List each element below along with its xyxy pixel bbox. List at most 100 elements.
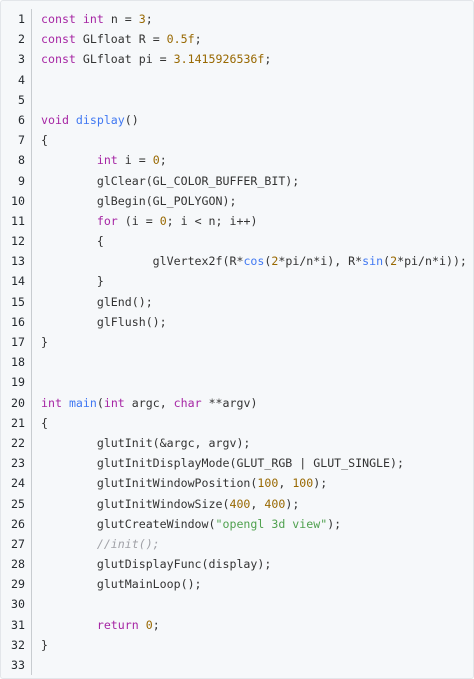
code-token: | bbox=[299, 456, 307, 471]
code-text bbox=[32, 372, 41, 392]
line-number: 32 bbox=[1, 634, 32, 655]
code-line: 12 { bbox=[1, 231, 473, 252]
line-number: 4 bbox=[1, 69, 32, 90]
code-line: 24 glutInitWindowPosition(100, 100); bbox=[1, 473, 473, 494]
code-line: 25 glutInitWindowSize(400, 400); bbox=[1, 493, 473, 514]
code-text bbox=[32, 594, 41, 614]
code-token: for bbox=[96, 213, 118, 228]
code-text: { bbox=[32, 231, 104, 251]
line-number: 30 bbox=[1, 594, 32, 615]
code-token: glutInit(&argc, argv); bbox=[41, 435, 251, 450]
code-text: glBegin(GL_POLYGON); bbox=[32, 191, 237, 211]
code-token: pi bbox=[285, 254, 300, 269]
code-token: < bbox=[194, 213, 202, 228]
code-token: ( bbox=[264, 254, 272, 269]
code-token: argv) bbox=[222, 395, 258, 410]
code-token: sin bbox=[362, 254, 384, 269]
code-line: 27 //init(); bbox=[1, 533, 473, 555]
code-text: int i = 0; bbox=[32, 150, 167, 170]
code-line: 10 glBegin(GL_POLYGON); bbox=[1, 190, 473, 211]
code-token: 3 bbox=[138, 12, 146, 26]
line-number: 31 bbox=[1, 614, 32, 635]
code-text: glutInitWindowSize(400, 400); bbox=[32, 494, 299, 514]
code-token: 2 bbox=[390, 254, 398, 269]
code-token: * bbox=[432, 254, 439, 269]
code-token: 0.5f bbox=[166, 32, 195, 47]
code-line: 19 bbox=[1, 372, 473, 393]
line-number: 1 bbox=[1, 9, 32, 30]
code-line: 21{ bbox=[1, 412, 473, 433]
code-token: / bbox=[418, 254, 426, 269]
line-number: 33 bbox=[1, 655, 32, 676]
line-number: 15 bbox=[1, 291, 32, 312]
code-token: i), R bbox=[320, 254, 356, 269]
code-text: int main(int argc, char **argv) bbox=[32, 393, 257, 413]
code-token: 0 bbox=[152, 153, 160, 168]
code-line: 15 glEnd(); bbox=[1, 291, 473, 312]
code-token: int bbox=[96, 153, 118, 168]
code-text: for (i = 0; i < n; i++) bbox=[32, 211, 258, 231]
code-text: const GLfloat pi = 3.1415926536f; bbox=[32, 49, 271, 69]
code-token bbox=[41, 537, 97, 551]
code-line: 22 glutInit(&argc, argv); bbox=[1, 432, 473, 454]
line-number: 27 bbox=[1, 533, 32, 555]
code-line: 28 glutDisplayFunc(display); bbox=[1, 554, 473, 575]
code-line: 16 glFlush(); bbox=[1, 311, 473, 332]
code-token: glEnd(); bbox=[41, 294, 153, 309]
code-text: glutMainLoop(); bbox=[32, 574, 202, 594]
line-number: 13 bbox=[1, 251, 32, 272]
code-line: 8 int i = 0; bbox=[1, 150, 473, 171]
line-number: 12 bbox=[1, 231, 32, 252]
code-text: //init(); bbox=[32, 534, 160, 554]
code-token: glutMainLoop(); bbox=[41, 577, 202, 592]
code-token: 0 bbox=[145, 617, 153, 632]
code-token: cos bbox=[243, 254, 265, 269]
code-token: GLfloat R bbox=[75, 32, 153, 47]
code-token: = bbox=[145, 213, 153, 228]
line-number: 5 bbox=[1, 89, 32, 110]
line-number: 3 bbox=[1, 49, 32, 70]
code-token: ++ bbox=[236, 213, 251, 228]
code-text: } bbox=[32, 635, 48, 655]
code-token: ); bbox=[327, 516, 342, 531]
line-number: 8 bbox=[1, 150, 32, 171]
code-token: (i bbox=[117, 213, 146, 228]
code-token: ( bbox=[96, 395, 104, 410]
code-token: n bbox=[425, 254, 432, 269]
code-token: glutCreateWindow( bbox=[41, 516, 216, 531]
code-text: glEnd(); bbox=[32, 292, 153, 312]
code-token: ; bbox=[152, 617, 160, 632]
code-token: glutInitWindowPosition( bbox=[41, 476, 258, 491]
line-number: 28 bbox=[1, 554, 32, 575]
code-token: ); bbox=[285, 496, 300, 511]
code-token: "opengl 3d view" bbox=[215, 516, 328, 531]
code-token: //init(); bbox=[96, 536, 160, 551]
code-line: 18 bbox=[1, 352, 473, 373]
code-token: ; bbox=[145, 12, 153, 26]
line-number: 18 bbox=[1, 352, 32, 373]
code-token: const bbox=[41, 12, 76, 26]
code-token: i)); bbox=[438, 254, 467, 269]
code-token: const bbox=[41, 32, 76, 47]
code-token: glClear(GL_COLOR_BUFFER_BIT); bbox=[41, 173, 300, 188]
code-text: return 0; bbox=[32, 615, 160, 635]
code-token: = bbox=[124, 12, 132, 26]
line-number: 24 bbox=[1, 473, 32, 494]
code-text: { bbox=[32, 413, 48, 433]
code-token: = bbox=[152, 32, 160, 47]
line-number: 9 bbox=[1, 170, 32, 191]
code-token: ** bbox=[208, 395, 223, 410]
code-token: glutInitWindowSize( bbox=[41, 496, 230, 511]
code-token: n bbox=[306, 254, 314, 269]
code-line: 26 glutCreateWindow("opengl 3d view"); bbox=[1, 513, 473, 534]
line-number: 23 bbox=[1, 453, 32, 474]
code-line: 31 return 0; bbox=[1, 614, 473, 635]
code-token: , bbox=[250, 496, 265, 511]
code-text: } bbox=[32, 271, 104, 291]
code-token: 400 bbox=[264, 496, 286, 511]
code-text: void display() bbox=[32, 110, 139, 130]
